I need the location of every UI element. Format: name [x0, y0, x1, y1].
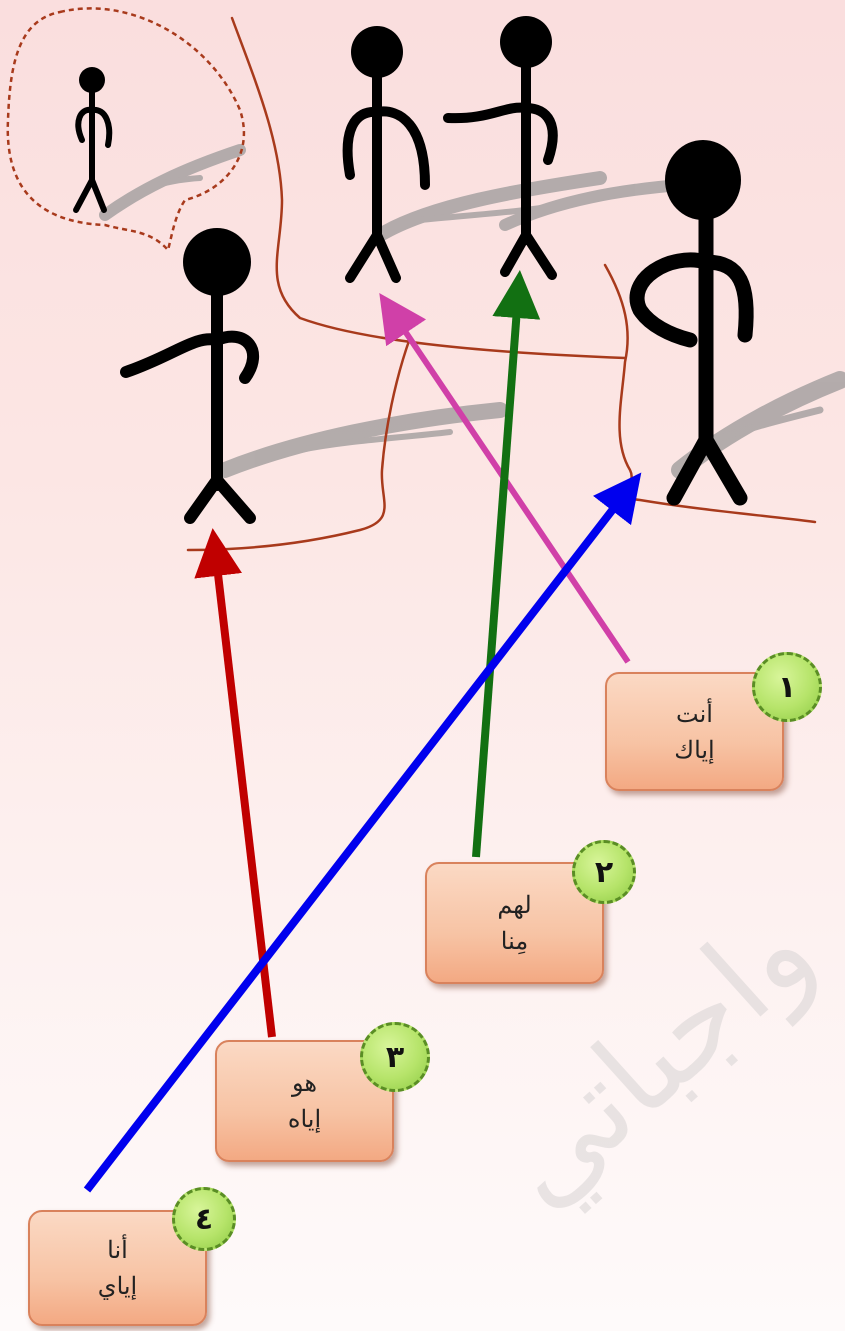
card-4-line-2: إياي	[97, 1272, 138, 1300]
number-badge-1: ١	[752, 652, 822, 722]
card-3-line-1: هو	[291, 1069, 318, 1097]
arrow-card3	[194, 528, 276, 1038]
boundary-lower-group	[186, 336, 412, 552]
card-1-line-1: أنت	[676, 699, 713, 728]
figure-pointing	[443, 16, 558, 280]
card-3-line-2: إياه	[287, 1105, 322, 1133]
figure-thought	[73, 67, 113, 213]
number-badge-4: ٤	[172, 1187, 236, 1251]
figure-center	[342, 26, 430, 283]
thought-bubble	[6, 7, 246, 253]
card-1-line-2: إياك	[674, 735, 715, 764]
number-badge-2: ٢	[572, 840, 636, 904]
card-2-line-2: مِنا	[500, 927, 529, 955]
card-4-line-1: أنا	[107, 1236, 128, 1264]
number-badge-3: ٣	[360, 1022, 430, 1092]
card-2-line-1: لهم	[497, 891, 532, 919]
arrow-card4	[83, 472, 642, 1193]
arrow-card2	[472, 270, 541, 858]
boundary-upper-group	[230, 16, 627, 360]
figure-self	[120, 228, 260, 524]
figure-large	[629, 140, 754, 506]
